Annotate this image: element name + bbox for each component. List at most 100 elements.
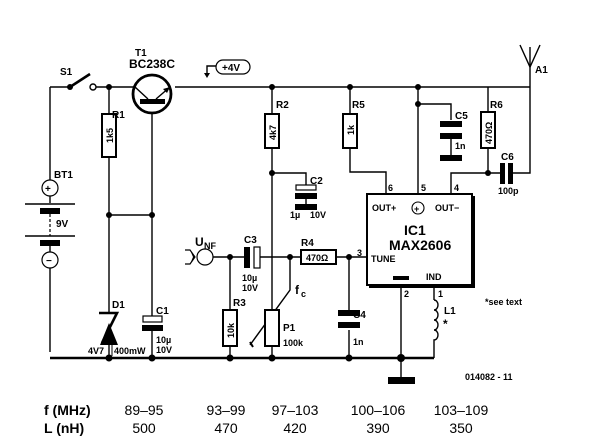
unf-label-sub: NF bbox=[204, 241, 216, 251]
table-cell: 100–106 bbox=[350, 402, 406, 418]
transistor-t1: T1 BC238C bbox=[129, 48, 175, 115]
capacitor-plate bbox=[440, 121, 462, 127]
antenna-icon bbox=[519, 44, 541, 69]
emitter-arrow-icon bbox=[163, 87, 170, 93]
table-cell: 420 bbox=[283, 420, 307, 436]
a1-ref: A1 bbox=[535, 65, 548, 76]
unf-label: U bbox=[195, 235, 204, 249]
table-row-inductance: L (nH) 500 470 420 390 350 bbox=[0, 420, 610, 438]
t1-value: BC238C bbox=[129, 57, 175, 71]
p1-label-sub: c bbox=[301, 289, 306, 299]
ic-pin-out-plus: OUT+ bbox=[372, 203, 396, 213]
pin-num-2: 2 bbox=[404, 289, 409, 299]
p1-label: f bbox=[295, 283, 300, 297]
c2-value2: 10V bbox=[310, 210, 326, 220]
resistor-body bbox=[222, 309, 238, 347]
junctions bbox=[105, 84, 491, 362]
ic-shadow bbox=[369, 196, 475, 288]
capacitor-plate-pos bbox=[295, 184, 317, 191]
c2-value1: 1µ bbox=[290, 210, 300, 220]
table-header-inductance: L (nH) bbox=[44, 420, 85, 436]
capacitor-plate-neg bbox=[295, 193, 317, 199]
resistor-body bbox=[342, 113, 358, 149]
transistor-collector bbox=[134, 86, 149, 100]
c5-value: 1n bbox=[455, 141, 466, 151]
r4-value: 470Ω bbox=[306, 253, 328, 263]
table-cell: 93–99 bbox=[206, 402, 246, 418]
connector-plug-tip bbox=[190, 250, 195, 264]
potentiometer-body bbox=[264, 309, 280, 347]
see-text-note: *see text bbox=[485, 297, 522, 307]
zener-diode-d1: D1 4V7 400mW bbox=[88, 300, 146, 356]
antenna-a1: A1 bbox=[519, 44, 548, 76]
battery-cell-neg bbox=[40, 240, 60, 246]
ic-pin-vcc: + bbox=[414, 204, 419, 214]
t1-ref: T1 bbox=[135, 48, 147, 59]
bt1-minus: − bbox=[46, 256, 52, 267]
junction-dot bbox=[106, 212, 112, 218]
bt1-ref: BT1 bbox=[54, 170, 73, 181]
d1-value2: 400mW bbox=[114, 346, 146, 356]
r1-value: 1k5 bbox=[105, 128, 115, 143]
resistor-r1: 1k5 R1 bbox=[101, 110, 125, 158]
pin-num-1: 1 bbox=[438, 289, 443, 299]
table-cell: 350 bbox=[449, 420, 473, 436]
wire-r5-out6 bbox=[349, 148, 387, 194]
junction-dot bbox=[346, 254, 352, 260]
c1-ref: C1 bbox=[156, 306, 169, 317]
junction-dot bbox=[149, 212, 155, 218]
transistor-body bbox=[131, 73, 173, 115]
capacitor-plate bbox=[338, 310, 360, 316]
d1-ref: D1 bbox=[112, 300, 125, 311]
junction-dot bbox=[397, 354, 405, 362]
table-row-frequency: f (MHz) 89–95 93–99 97–103 100–106 103–1… bbox=[0, 402, 610, 420]
table-header-frequency: f (MHz) bbox=[44, 402, 91, 418]
c5-ref: C5 bbox=[455, 111, 468, 122]
ic-pin-out-minus: OUT− bbox=[435, 203, 459, 213]
ic-value: MAX2606 bbox=[389, 237, 451, 253]
r3-ref: R3 bbox=[233, 298, 246, 309]
capacitor-c4: C4 1n bbox=[338, 310, 366, 347]
junction-dot bbox=[415, 84, 421, 90]
ic-pin-ind: IND bbox=[426, 272, 442, 282]
c4-ref: C4 bbox=[353, 310, 366, 321]
ic-gnd-icon bbox=[393, 276, 409, 280]
resistor-r5: 1k R5 bbox=[342, 100, 365, 149]
ground-icon bbox=[388, 377, 415, 384]
ic-vcc-icon bbox=[411, 201, 425, 215]
junction-dot bbox=[227, 254, 233, 260]
switch-contact-open bbox=[89, 83, 97, 91]
junction-dot bbox=[415, 101, 421, 107]
r1-ref: R1 bbox=[112, 110, 125, 121]
c1-value1: 10µ bbox=[156, 335, 171, 345]
resistor-r3: 10k R3 bbox=[222, 298, 246, 347]
c4-value: 1n bbox=[353, 337, 364, 347]
inductor-coil-icon bbox=[433, 299, 439, 345]
rail-flag-line bbox=[206, 65, 216, 75]
c6-ref: C6 bbox=[501, 152, 514, 163]
battery-bt1: + − BT1 9V bbox=[25, 170, 75, 269]
c6-value: 100p bbox=[498, 186, 519, 196]
capacitor-plate bbox=[338, 322, 360, 328]
resistor-r4: 470Ω R4 bbox=[300, 238, 337, 265]
r5-value: 1k bbox=[346, 124, 356, 135]
rail-arrow-icon bbox=[204, 73, 210, 78]
junction-dot bbox=[148, 354, 156, 362]
l1-ref: L1 bbox=[444, 306, 456, 317]
pin-num-5: 5 bbox=[421, 183, 426, 193]
capacitor-plate bbox=[508, 163, 513, 184]
pin-num-3: 3 bbox=[357, 248, 362, 258]
drawing-number: 014082 - 11 bbox=[465, 372, 513, 382]
bt1-value: 9V bbox=[56, 219, 69, 230]
capacitor-c5: C5 1n bbox=[440, 111, 468, 161]
table-cell: 89–95 bbox=[124, 402, 164, 418]
rail-label-box bbox=[215, 59, 251, 75]
junction-dot bbox=[226, 354, 234, 362]
capacitor-c1: C1 10µ 10V bbox=[142, 306, 172, 355]
rail-label-plus4v: +4V bbox=[204, 59, 251, 78]
capacitor-plate-neg bbox=[244, 247, 250, 268]
resistor-r2: 4k7 R2 bbox=[264, 100, 289, 149]
r3-value: 10k bbox=[226, 322, 236, 338]
capacitor-plate bbox=[440, 133, 462, 139]
capacitor-c2: C2 1µ 10V bbox=[290, 176, 326, 220]
